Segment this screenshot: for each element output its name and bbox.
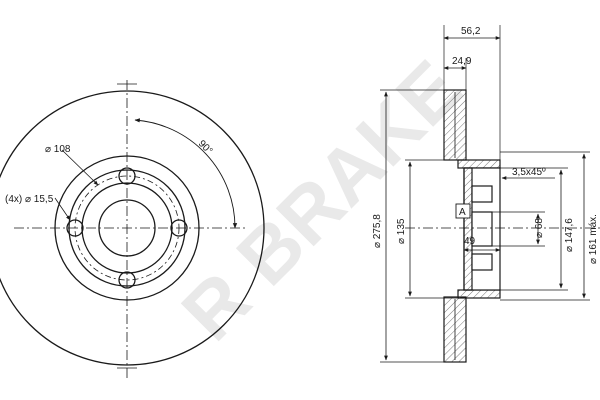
outer-diameter-label: ⌀ 275,8 <box>372 214 383 248</box>
pcd-label: ⌀ 108 <box>45 144 71 155</box>
angle-arc <box>134 118 238 229</box>
chamfer-label: 3,5x45º <box>512 167 546 178</box>
pcd-leader <box>61 149 99 186</box>
bore-label: ⌀ 68 <box>534 218 545 238</box>
hat-wall-lower <box>457 289 501 299</box>
front-view <box>0 80 265 378</box>
hub-width-label: 49 <box>464 236 476 247</box>
bolt-section-upper <box>471 185 493 203</box>
hat-diameter-label: ⌀ 135 <box>396 218 407 244</box>
hat-wall-upper <box>457 159 501 169</box>
hub-flange <box>463 167 473 291</box>
detail-a-box <box>455 203 471 219</box>
inner-diameter-label: ⌀ 147,6 <box>564 218 575 252</box>
angle-label: 90° <box>196 138 214 156</box>
holes-leader <box>54 197 71 221</box>
thickness-label: 24,9 <box>452 56 472 67</box>
section-view <box>380 25 600 363</box>
bolt-section-lower <box>471 253 493 271</box>
center-bore-section <box>471 211 493 247</box>
total-width-label: 56,2 <box>461 26 481 37</box>
section-dimensions <box>384 36 586 361</box>
watermark: R BRAKE <box>165 44 478 357</box>
holes-label: (4x) ⌀ 15,5 <box>5 194 54 205</box>
detail-a-label: A <box>459 207 466 218</box>
max-diameter-label: ⌀ 161 máx. <box>588 214 599 264</box>
